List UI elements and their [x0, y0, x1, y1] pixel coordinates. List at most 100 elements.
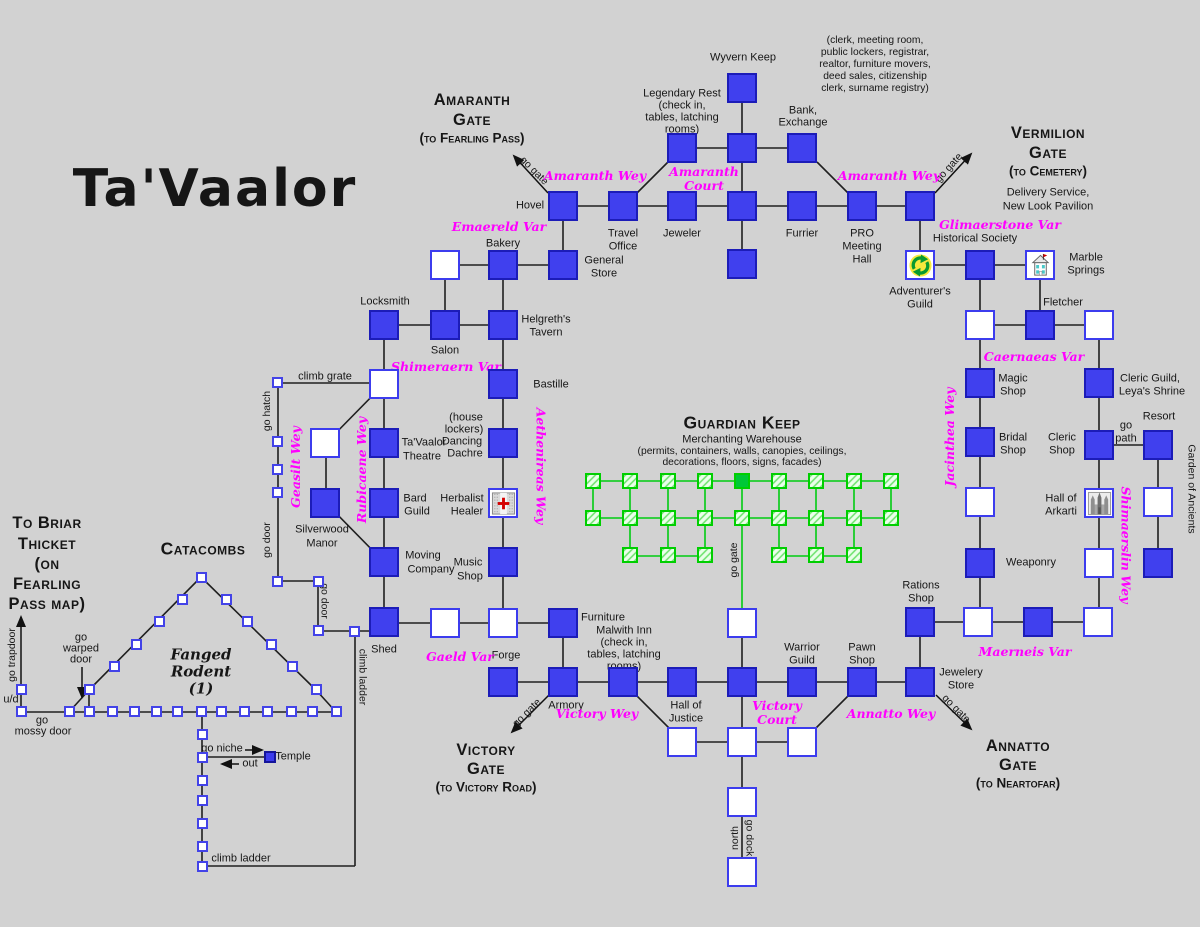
map-label: Tavern	[529, 326, 563, 339]
map-label: Dancing	[441, 435, 483, 448]
room-room	[787, 727, 817, 757]
room-room	[310, 428, 340, 458]
room-pawn-shop	[847, 667, 877, 697]
map-label: realtor, furniture movers,	[819, 58, 931, 70]
room-historical-society	[965, 250, 995, 280]
room-furrier	[787, 191, 817, 221]
room-passage	[64, 706, 75, 717]
room-pro-meeting-hall	[847, 191, 877, 221]
map-label: Legendary Rest	[643, 87, 721, 100]
room-bridal-shop	[965, 427, 995, 457]
map-label: Fearling	[12, 574, 82, 593]
room-passage	[129, 706, 140, 717]
room-cleric-shop	[1084, 430, 1114, 460]
room-marble-springs	[1025, 250, 1055, 280]
room-passage	[272, 377, 283, 388]
room-keep-room	[808, 473, 824, 489]
room-forge	[488, 667, 518, 697]
room-bakery	[488, 250, 518, 280]
room-room	[965, 487, 995, 517]
room-keep-room	[622, 547, 638, 563]
map-label: Bard	[403, 492, 427, 505]
map-label: deed sales, citizenship	[823, 70, 927, 82]
room-room	[488, 608, 518, 638]
map-label: Shop	[457, 570, 483, 583]
room-room	[667, 727, 697, 757]
map-label: go door	[260, 522, 273, 558]
map-label: go trapdoor	[5, 628, 18, 682]
map-label: Court	[757, 711, 797, 727]
room-fletcher	[1025, 310, 1055, 340]
room-helgreths-tavern	[488, 310, 518, 340]
room-keep-room	[585, 473, 601, 489]
map-label: Hovel	[515, 199, 545, 212]
map-label: Helgreth's	[521, 313, 571, 326]
map-label: Ta'Vaalor	[72, 159, 358, 219]
room-room	[1023, 607, 1053, 637]
map-label: Weaponry	[1006, 556, 1056, 569]
room-room	[727, 727, 757, 757]
map-label: Marble	[1069, 251, 1103, 264]
room-passage	[349, 626, 360, 637]
map-label: Glimaerstone Var	[939, 216, 1061, 232]
room-passage	[107, 706, 118, 717]
room-keep-room	[883, 510, 899, 526]
map-label: Justice	[668, 712, 704, 725]
map-label: Furrier	[785, 227, 819, 240]
map-label: (to Fearling Pass)	[419, 130, 525, 146]
room-keep-room	[660, 547, 676, 563]
map-label: go door	[318, 583, 331, 619]
map-label: Gate	[467, 759, 505, 778]
map-label: warped	[62, 642, 100, 655]
room-furniture	[548, 608, 578, 638]
room-passage	[313, 576, 324, 587]
map-label: Music	[453, 556, 483, 569]
map-label: Rubicaene Wey	[353, 416, 369, 524]
room-passage	[84, 706, 95, 717]
room-armory	[548, 667, 578, 697]
map-label: Leya's Shrine	[1118, 385, 1186, 398]
room-passage	[313, 625, 324, 636]
map-label: Bastille	[533, 378, 569, 391]
house-icon	[1031, 253, 1049, 276]
room-hall-of-justice	[667, 667, 697, 697]
map-label: Annatto Wey	[846, 705, 936, 721]
room-cleric-guild-leyas-shrine	[1084, 368, 1114, 398]
room-keep-room	[808, 547, 824, 563]
room-room	[1084, 548, 1114, 578]
map-label: Pass map)	[8, 594, 86, 613]
room-keep-gate-room	[727, 608, 757, 638]
map-label: Rodent	[170, 662, 232, 681]
map-label: go	[1119, 419, 1133, 432]
room-room	[963, 607, 993, 637]
map-label: (permits, containers, walls, canopies, c…	[637, 445, 847, 457]
room-passage	[242, 616, 253, 627]
map-label: Amaranth	[669, 163, 739, 179]
map-label: Warrior	[784, 641, 820, 654]
map-label: Victory	[456, 740, 516, 759]
room-passage	[272, 436, 283, 447]
map-label: tables, latching	[645, 111, 719, 124]
map-label: go gate	[727, 542, 740, 578]
map-label: Historical Society	[932, 232, 1018, 245]
map-label: Meeting	[842, 240, 882, 253]
cathedral-icon	[1087, 491, 1111, 515]
map-label: climb ladder	[211, 852, 271, 865]
map-label: Maerneis Var	[978, 643, 1072, 659]
map-label: Moving	[405, 549, 441, 562]
map-label: Gate	[1029, 143, 1067, 162]
room-shed	[369, 607, 399, 637]
map-label: Theatre	[403, 450, 441, 463]
map-label: Aethenireas Wey	[533, 407, 549, 525]
map-label: Thicket	[17, 534, 77, 553]
map-label: Store	[590, 267, 618, 280]
map-label: Amaranth Wey	[543, 167, 647, 183]
map-label: climb ladder	[356, 648, 369, 706]
map-label: Fletcher	[1043, 296, 1083, 309]
room-passage	[287, 661, 298, 672]
room-keep-room	[734, 510, 750, 526]
room-keep-room	[771, 547, 787, 563]
room-passage	[84, 684, 95, 695]
room-jeweler	[667, 191, 697, 221]
